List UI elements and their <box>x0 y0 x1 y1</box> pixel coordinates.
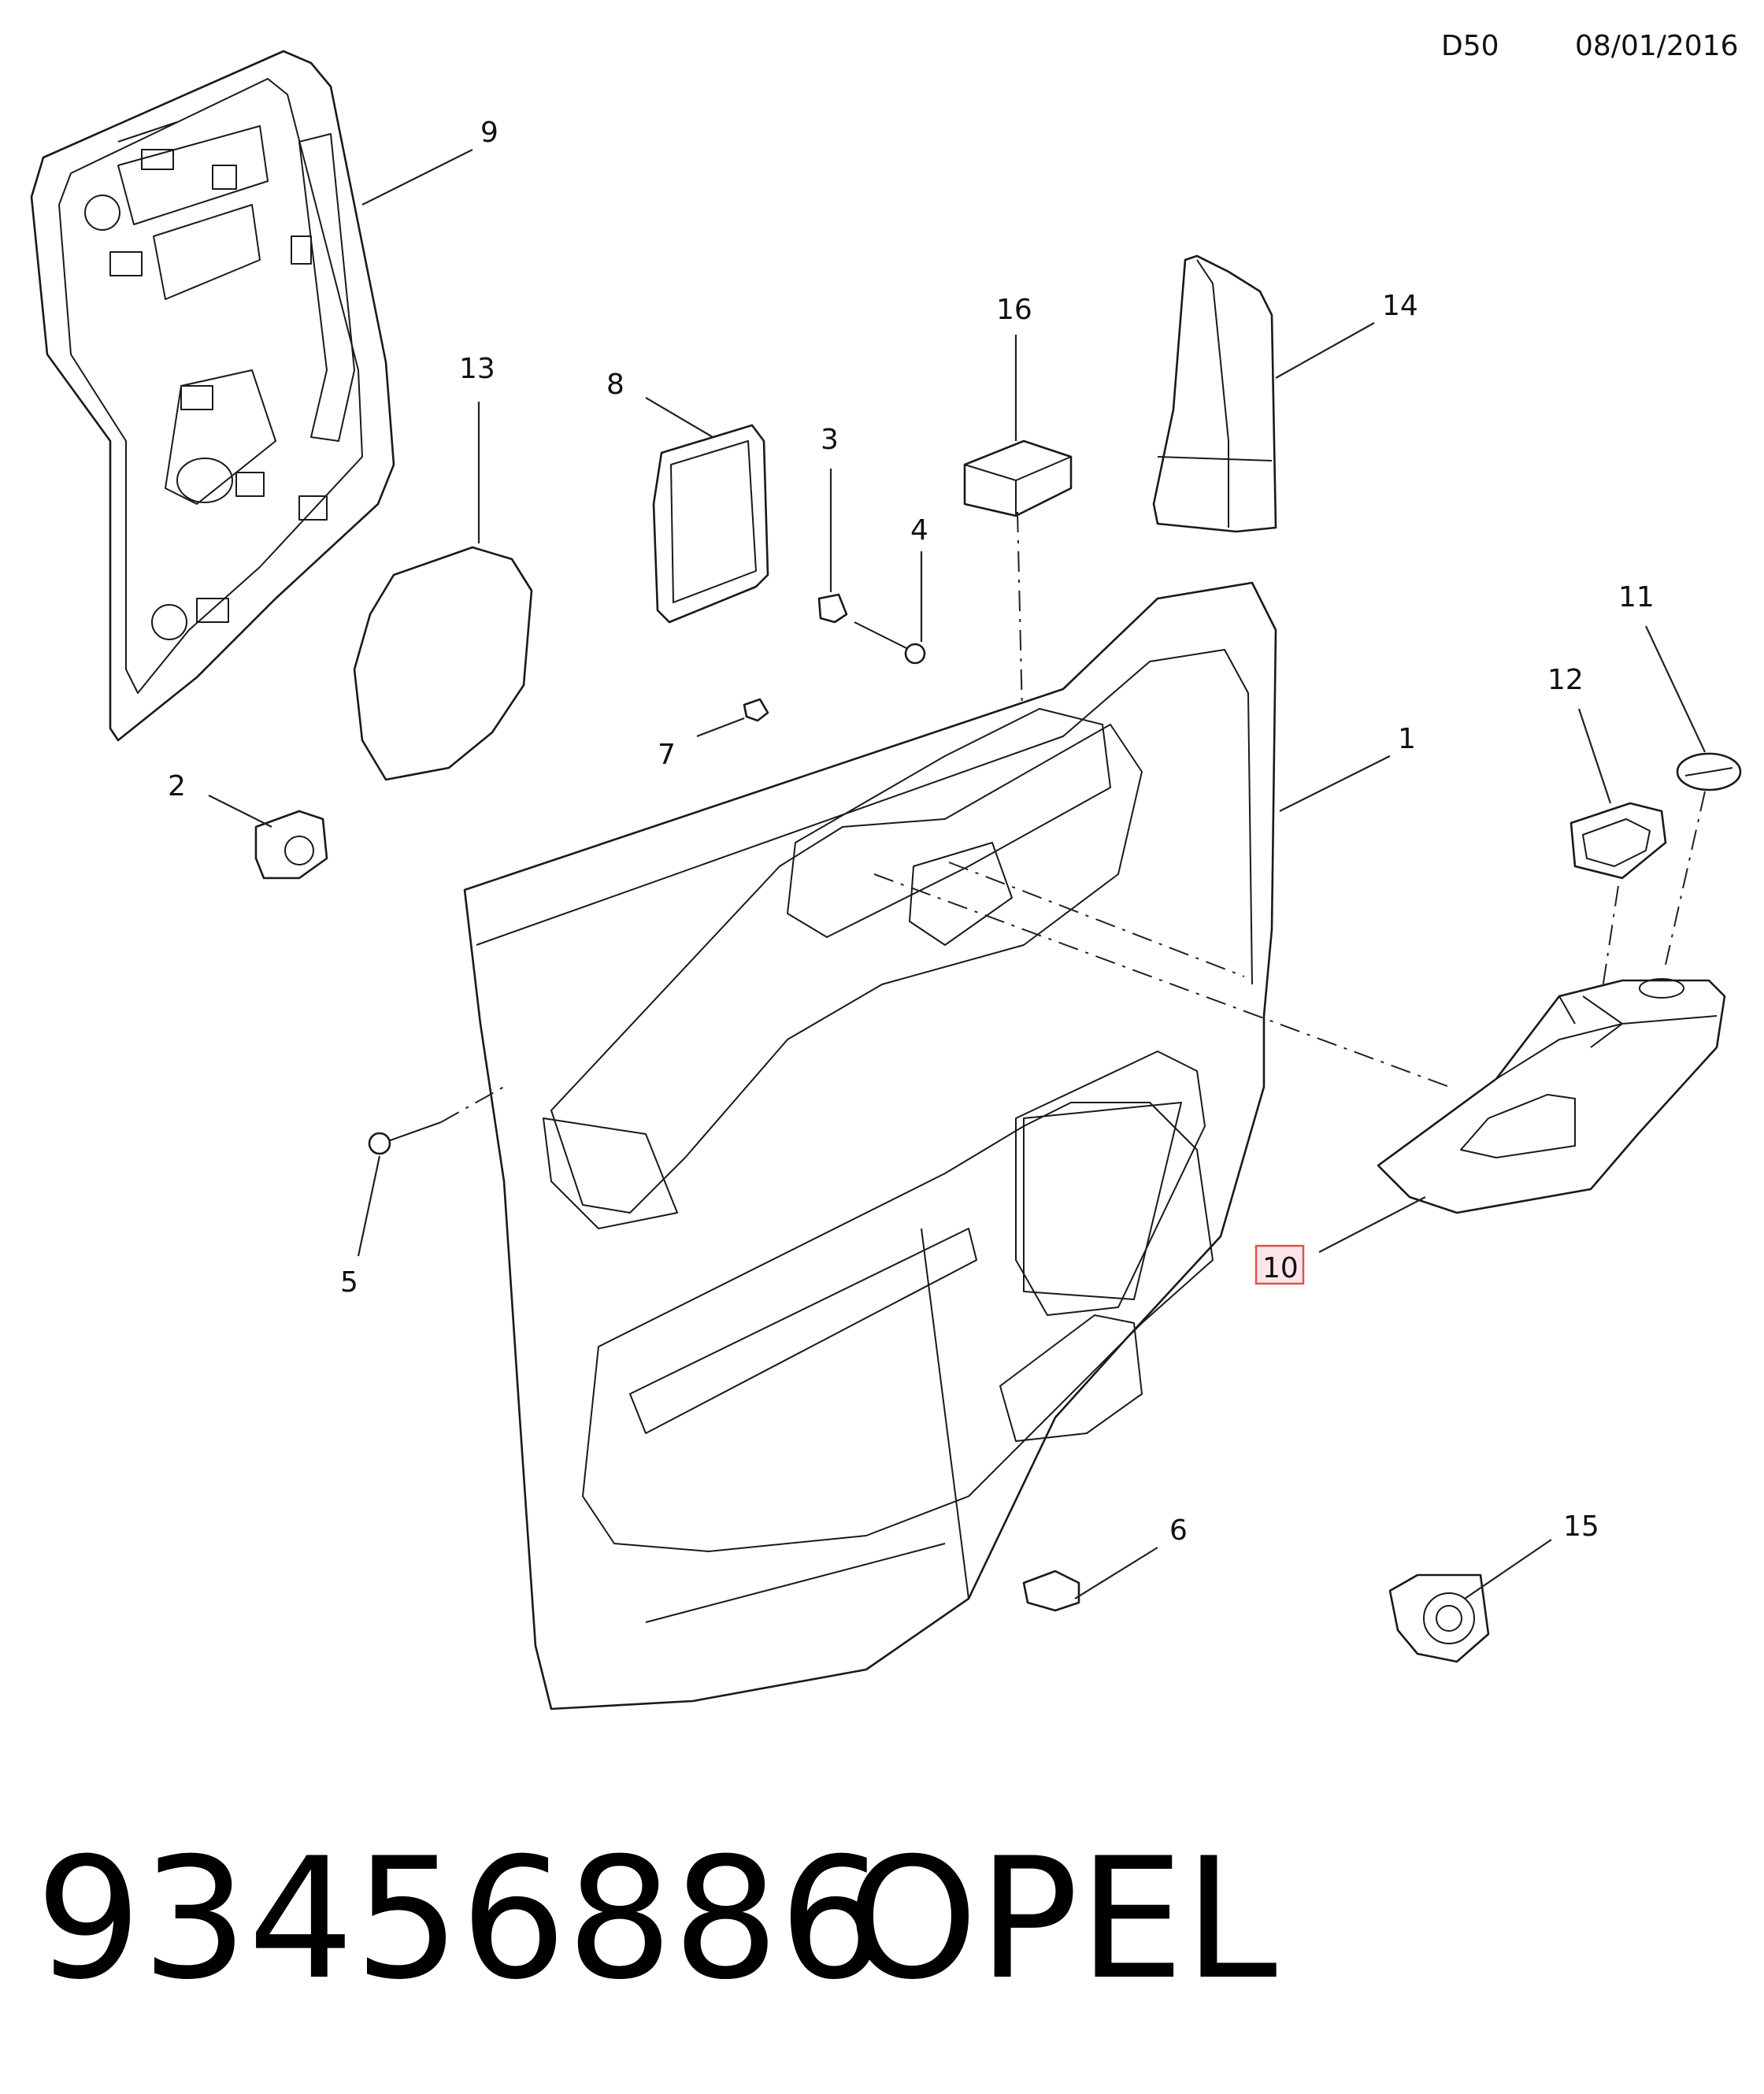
part-10-armrest[interactable] <box>1377 978 1726 1214</box>
part-4-screw[interactable] <box>854 621 926 665</box>
brand-name: OPEL <box>847 1822 1277 2016</box>
part-15-fastener[interactable] <box>1388 1573 1490 1663</box>
part-3-nut-clip[interactable] <box>817 593 848 624</box>
diagram-code: D50 <box>1441 30 1499 62</box>
callout-3: 3 <box>821 424 839 456</box>
part-8-pad[interactable] <box>652 424 769 624</box>
part-13-speaker-seal[interactable] <box>353 546 533 781</box>
callout-7: 7 <box>658 739 676 771</box>
callout-2: 2 <box>168 770 186 802</box>
callout-11: 11 <box>1618 581 1655 613</box>
callout-15: 15 <box>1563 1510 1599 1543</box>
callout-10: 10 <box>1262 1252 1299 1284</box>
callout-10-highlight <box>1254 1244 1305 1285</box>
callout-1: 1 <box>1398 723 1416 755</box>
callout-5: 5 <box>340 1266 358 1299</box>
diagram-date: 08/01/2016 <box>1575 30 1739 62</box>
callout-6: 6 <box>1169 1514 1188 1547</box>
callout-14: 14 <box>1382 290 1418 322</box>
part-number: 93456886 <box>35 1822 885 2016</box>
part-14-pillar-trim[interactable] <box>1152 254 1277 533</box>
part-2-clip[interactable] <box>254 810 328 880</box>
part-5-screw[interactable] <box>368 1121 442 1155</box>
part-6-plug[interactable] <box>1022 1570 1080 1612</box>
part-9-door-carrier[interactable] <box>30 50 395 742</box>
callout-13: 13 <box>459 353 495 385</box>
callout-9: 9 <box>480 117 498 149</box>
callout-12: 12 <box>1547 664 1584 696</box>
part-12-switch[interactable] <box>1569 802 1667 880</box>
callout-8: 8 <box>606 369 624 401</box>
part-11-cap[interactable] <box>1676 752 1742 791</box>
part-16-foam-block[interactable] <box>963 439 1073 517</box>
callout-4: 4 <box>910 514 928 547</box>
part-1-door-trim-panel[interactable] <box>463 581 1277 1710</box>
part-7-small-clip[interactable] <box>743 698 769 722</box>
callout-16: 16 <box>996 294 1032 326</box>
